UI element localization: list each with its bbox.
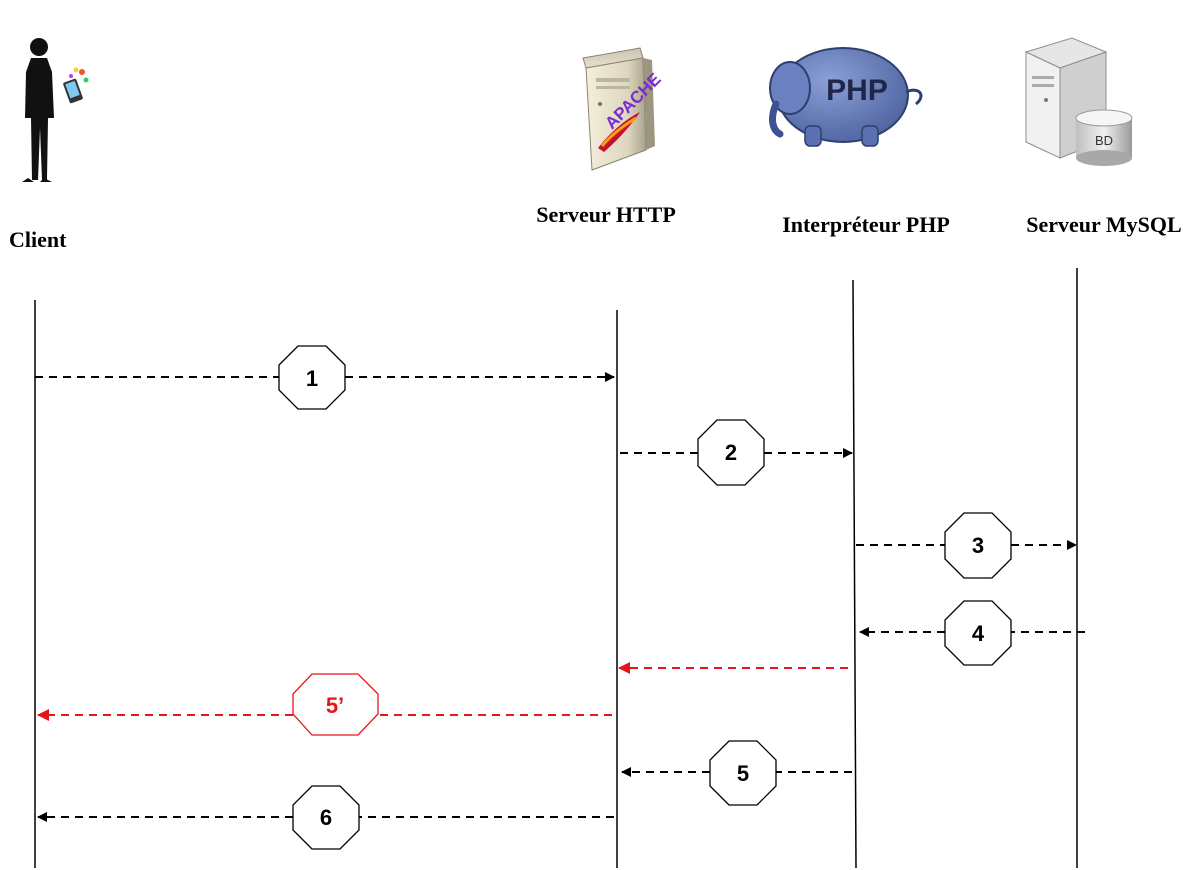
step-2-badge: [697, 419, 765, 486]
step-6-label: 6: [320, 805, 332, 830]
step-2-label: 2: [725, 440, 737, 465]
step-1-label: 1: [306, 366, 318, 391]
message-2: 2: [620, 419, 853, 486]
actor-label-http: Serveur HTTP: [536, 202, 676, 227]
message-5-prime: 5’: [37, 673, 612, 736]
actor-label-client: Client: [9, 227, 67, 252]
step-3-badge: [944, 512, 1012, 579]
step-5-prime-badge: [292, 673, 379, 736]
person-with-phone-icon: [22, 38, 89, 182]
message-3: 3: [856, 512, 1077, 579]
step-1-badge: [278, 345, 346, 410]
apache-server-tower-icon: APACHE: [582, 47, 665, 171]
step-3-label: 3: [972, 533, 984, 558]
php-logo-text: PHP: [826, 74, 888, 107]
database-server-icon: BD: [1024, 37, 1133, 166]
step-5-prime-label: 5’: [326, 693, 344, 718]
message-5: 5: [621, 740, 852, 806]
step-5-badge: [709, 740, 777, 806]
message-1: 1: [35, 345, 615, 410]
actor-label-mysql: Serveur MySQL: [1026, 212, 1181, 237]
message-4: 4: [859, 600, 1085, 666]
step-4-label: 4: [972, 621, 985, 646]
lifeline-php: [852, 279, 857, 869]
step-6-badge: [292, 785, 360, 850]
step-4-badge: [944, 600, 1012, 666]
database-label: BD: [1095, 133, 1113, 148]
php-elephant-icon: PHP: [769, 47, 923, 147]
step-5-label: 5: [737, 761, 749, 786]
actor-label-php: Interpréteur PHP: [782, 212, 950, 237]
message-6: 6: [37, 785, 614, 850]
